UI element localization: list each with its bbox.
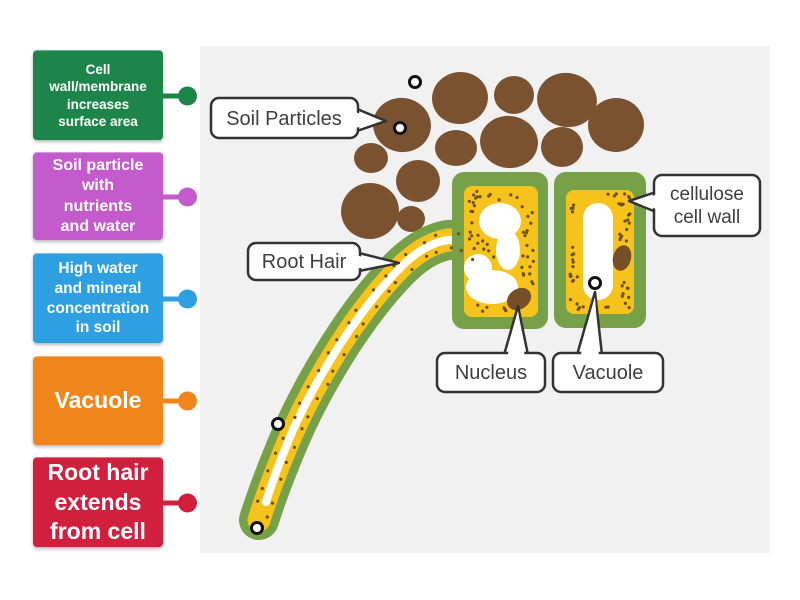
card-connector-stem: [163, 500, 183, 505]
card-connector-stem: [163, 194, 183, 199]
label-card-text: Root hair extends from cell: [47, 459, 149, 545]
label-card-soil-particle[interactable]: Soil particle with nutrients and water: [33, 152, 197, 240]
callout-label: Soil Particles: [226, 108, 342, 130]
card-connector-dot: [178, 187, 197, 206]
vacuole-shape: [583, 203, 613, 300]
target-ring-root-hair-tip[interactable]: [250, 521, 264, 535]
callout-root-hair: Root Hair: [246, 241, 401, 282]
label-card-high-water-mineral[interactable]: High water and mineral concentration in …: [33, 253, 197, 343]
vacuole-shape: [464, 203, 521, 304]
label-card-root-hair-extends[interactable]: Root hair extends from cell: [33, 457, 197, 547]
callout-soil-particles: Soil Particles: [209, 96, 388, 140]
soil-particles-group: [341, 71, 644, 240]
root-hair-cell-diagram: Soil Particles Root Hair Nucleus Vacuole: [209, 71, 762, 540]
callout-label-line2: cell wall: [674, 207, 741, 228]
callout-cellulose-cell-wall: cellulose cell wall: [627, 173, 762, 238]
diagram-panel: Soil Particles Root Hair Nucleus Vacuole: [200, 46, 770, 553]
callout-vacuole: Vacuole: [551, 290, 665, 394]
nucleus: [506, 287, 532, 311]
callout-label: Root Hair: [262, 251, 347, 273]
target-ring-soil-particle[interactable]: [393, 121, 407, 135]
callout-label: Vacuole: [573, 362, 644, 384]
card-connector-dot: [178, 86, 197, 105]
target-ring-vacuole[interactable]: [588, 276, 602, 290]
root-hair-vacuole-channel: [262, 235, 490, 506]
root-hair-tube: [239, 219, 506, 540]
label-card-text: Cell wall/membrane increases surface are…: [49, 61, 147, 129]
card-connector-dot: [178, 391, 197, 411]
label-card-text: High water and mineral concentration in …: [46, 259, 150, 337]
card-connector-stem: [163, 296, 183, 301]
root-hair-cell: [452, 172, 548, 329]
callout-label: Nucleus: [455, 362, 527, 384]
label-card-text: Soil particle with nutrients and water: [52, 156, 144, 235]
target-ring-soil-area[interactable]: [408, 75, 422, 89]
card-connector-dot: [178, 493, 197, 512]
callout-nucleus: Nucleus: [435, 304, 547, 394]
label-card-text: Vacuole: [54, 387, 142, 414]
label-card-vacuole[interactable]: Vacuole: [33, 356, 197, 445]
nucleus: [612, 245, 632, 271]
label-card-cell-wall-membrane[interactable]: Cell wall/membrane increases surface are…: [33, 50, 197, 140]
card-connector-stem: [163, 93, 183, 98]
target-ring-root-hair-wall[interactable]: [271, 417, 285, 431]
card-connector-stem: [163, 398, 183, 404]
adjacent-cell: [554, 172, 646, 328]
card-connector-dot: [178, 289, 197, 308]
callout-label-line1: cellulose: [670, 184, 744, 205]
drop-targets: [250, 75, 602, 535]
